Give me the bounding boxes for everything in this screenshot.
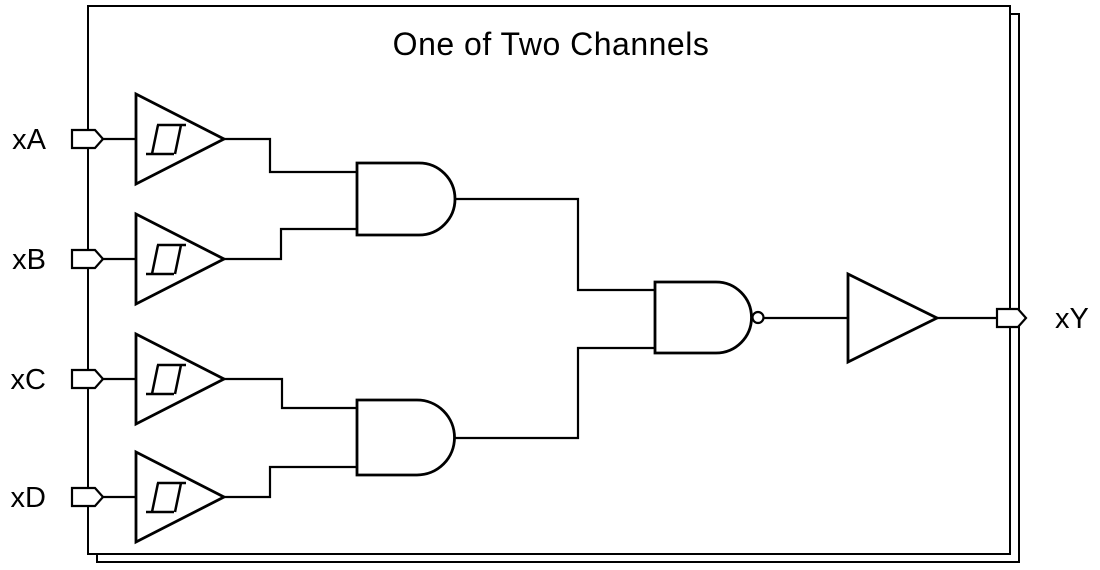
schmitt-triangle-a <box>134 91 228 187</box>
input-port-xd <box>70 486 105 508</box>
wire-schmitt-b-to-and1 <box>224 227 357 261</box>
hysteresis-icon <box>146 243 186 276</box>
diagram-title: One of Two Channels <box>393 26 710 62</box>
schmitt-triangle-d <box>134 449 228 545</box>
schmitt-buffer-b <box>134 211 228 307</box>
input-port-xb <box>70 248 105 270</box>
schmitt-buffer-a <box>134 91 228 187</box>
input-port-xc <box>70 368 105 390</box>
wire-schmitt-c-to-and2 <box>224 377 357 410</box>
and-gate-1 <box>355 161 457 237</box>
input-label-xa: xA <box>12 124 47 156</box>
input-label-xd: xD <box>11 482 46 514</box>
hysteresis-icon <box>146 123 186 156</box>
wire-and2-to-nand <box>455 346 655 440</box>
output-label-xy: xY <box>1055 303 1089 335</box>
schmitt-buffer-c <box>134 331 228 427</box>
output-port-xy <box>995 307 1028 329</box>
schmitt-triangle-c <box>134 331 228 427</box>
and-gate-2 <box>355 398 456 477</box>
wire-schmitt-a-to-and1 <box>224 137 357 174</box>
input-port-xa <box>70 128 105 150</box>
inversion-bubble-icon <box>751 310 765 325</box>
nand-body <box>653 280 753 355</box>
input-label-xc: xC <box>11 364 46 396</box>
output-buffer <box>846 271 941 365</box>
wires <box>103 137 997 499</box>
input-label-xb: xB <box>12 244 46 276</box>
channel-box <box>87 5 1011 555</box>
schmitt-buffer-d <box>134 449 228 545</box>
hysteresis-icon <box>146 481 186 514</box>
wire-and1-to-nand <box>455 197 655 292</box>
wire-schmitt-d-to-and2 <box>224 465 357 499</box>
schmitt-triangle-b <box>134 211 228 307</box>
hysteresis-icon <box>146 363 186 396</box>
nand-gate <box>653 280 765 355</box>
